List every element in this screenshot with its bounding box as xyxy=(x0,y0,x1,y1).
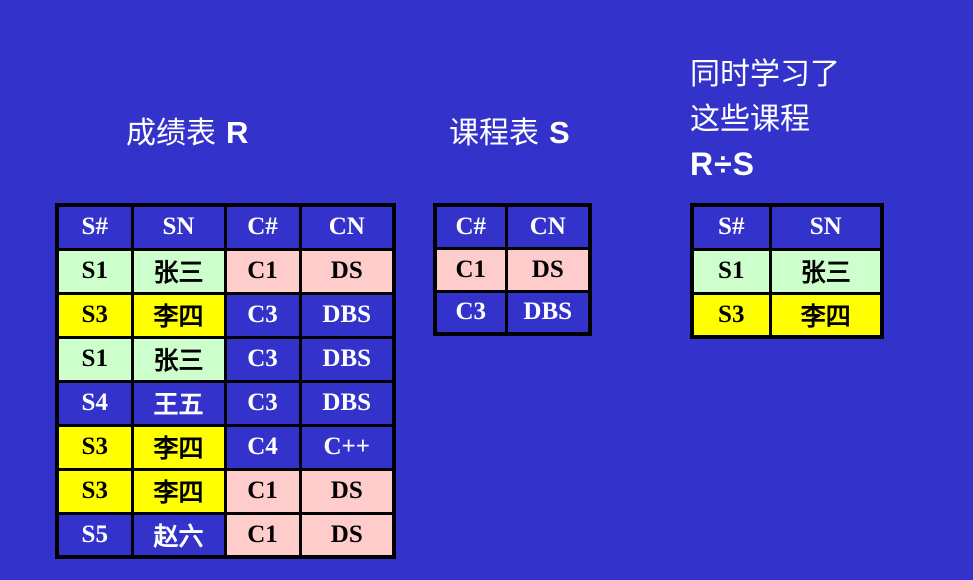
table-cell: S3 xyxy=(690,291,772,339)
table-cell: DS xyxy=(298,247,396,295)
table-header-cell: S# xyxy=(690,203,772,251)
table-row: C3 DBS xyxy=(433,289,592,336)
table-s-title-latin: S xyxy=(549,115,570,150)
table-s-title: 课程表 S xyxy=(449,108,570,152)
table-row: S3 李四 xyxy=(690,291,884,339)
result-title-line2: 这些课程 xyxy=(690,103,810,136)
table-cell: 李四 xyxy=(130,423,227,471)
table-cell: 赵六 xyxy=(130,511,227,559)
table-row: C1 DS xyxy=(433,246,592,293)
table-cell: S3 xyxy=(55,467,134,515)
table-s-title-zh: 课程表 xyxy=(449,117,539,150)
table-row: S3 李四 C3 DBS xyxy=(55,291,396,339)
table-header-cell: SN xyxy=(130,203,227,251)
table-cell: 李四 xyxy=(768,291,884,339)
result-title-formula: R÷S xyxy=(690,146,756,182)
table-cell: 张三 xyxy=(130,247,227,295)
table-header-cell: C# xyxy=(433,203,508,250)
table-s-header-row: C# CN xyxy=(433,203,592,250)
table-cell: DS xyxy=(298,467,396,515)
table-r-title: 成绩表 R xyxy=(126,108,248,152)
table-r-title-latin: R xyxy=(226,115,249,150)
table-cell: S4 xyxy=(55,379,134,427)
table-row: S1 张三 C3 DBS xyxy=(55,335,396,383)
course-table-s: C# CN C1 DS C3 DBS xyxy=(433,203,592,336)
table-cell: S5 xyxy=(55,511,134,559)
result-title-line1: 同时学习了 xyxy=(690,58,840,91)
result-title: 同时学习了 这些课程 R÷S xyxy=(690,52,840,187)
table-cell: C1 xyxy=(223,511,302,559)
table-row: S1 张三 C1 DS xyxy=(55,247,396,295)
table-cell: 张三 xyxy=(768,247,884,295)
table-r-title-zh: 成绩表 xyxy=(126,117,216,150)
table-row: S3 李四 C1 DS xyxy=(55,467,396,515)
table-cell: 李四 xyxy=(130,291,227,339)
table-cell: S1 xyxy=(55,247,134,295)
table-cell: C3 xyxy=(223,379,302,427)
table-cell: C++ xyxy=(298,423,396,471)
table-row: S4 王五 C3 DBS xyxy=(55,379,396,427)
table-row: S3 李四 C4 C++ xyxy=(55,423,396,471)
table-row: S1 张三 xyxy=(690,247,884,295)
table-cell: C3 xyxy=(223,335,302,383)
table-header-cell: S# xyxy=(55,203,134,251)
table-cell: C1 xyxy=(223,247,302,295)
table-cell: S1 xyxy=(690,247,772,295)
table-cell: DBS xyxy=(504,289,592,336)
table-cell: 张三 xyxy=(130,335,227,383)
table-header-cell: CN xyxy=(504,203,592,250)
table-cell: DBS xyxy=(298,291,396,339)
table-cell: S1 xyxy=(55,335,134,383)
table-header-cell: C# xyxy=(223,203,302,251)
table-cell: S3 xyxy=(55,291,134,339)
result-table-header-row: S# SN xyxy=(690,203,884,251)
table-cell: S3 xyxy=(55,423,134,471)
table-cell: DS xyxy=(504,246,592,293)
table-cell: DBS xyxy=(298,379,396,427)
table-cell: 李四 xyxy=(130,467,227,515)
table-row: S5 赵六 C1 DS xyxy=(55,511,396,559)
table-cell: DBS xyxy=(298,335,396,383)
table-cell: 王五 xyxy=(130,379,227,427)
score-table-r: S# SN C# CN S1 张三 C1 DS S3 李四 C3 DBS S1 … xyxy=(55,203,396,559)
table-cell: C1 xyxy=(433,246,508,293)
table-cell: DS xyxy=(298,511,396,559)
table-cell: C3 xyxy=(223,291,302,339)
table-cell: C1 xyxy=(223,467,302,515)
table-header-cell: CN xyxy=(298,203,396,251)
table-cell: C3 xyxy=(433,289,508,336)
division-result-table: S# SN S1 张三 S3 李四 xyxy=(690,203,884,339)
table-header-cell: SN xyxy=(768,203,884,251)
table-cell: C4 xyxy=(223,423,302,471)
table-r-header-row: S# SN C# CN xyxy=(55,203,396,251)
